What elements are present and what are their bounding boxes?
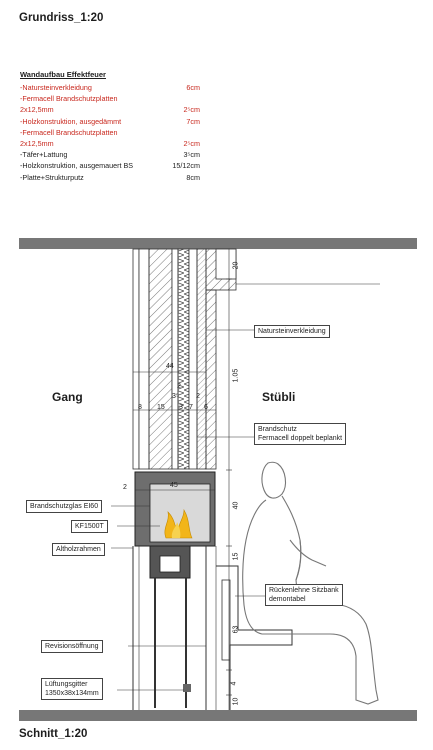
callout-revisionsoeffnung: Revisionsöffnung <box>41 640 103 653</box>
wall-masonry <box>148 248 173 470</box>
dim-w-2b: 2 <box>196 393 200 400</box>
callout-rueckenlehne: Rückenlehne Sitzbank demontabel <box>265 584 343 606</box>
dim-h-15: 15 <box>232 552 240 561</box>
dim-height-105: 1.05 <box>232 368 240 383</box>
wall-spec-row-label: -Natursteinverkleidung <box>20 83 92 92</box>
wall-spec-row-value: 15/12cm <box>172 161 200 171</box>
wall-spec-row-value: 7cm <box>186 116 200 126</box>
page-title: Grundriss_1:20 <box>19 12 104 24</box>
dim-w-15: 15 <box>157 404 165 411</box>
floor-slab <box>19 710 417 721</box>
callout-lueftungsgitter: Lüftungsgitter 1350x38x134mm <box>41 678 103 700</box>
dim-h-4: 4 <box>230 681 238 686</box>
dim-fire-45: 45 <box>170 482 178 489</box>
dim-w-2a: 2 <box>177 383 181 390</box>
callout-brandschutz-line1: Brandschutz <box>258 426 297 433</box>
wall-spec-table: -Natursteinverkleidung 6cm -Fermacell Bran… <box>20 82 205 192</box>
callout-fireplace-model: KF1500T <box>71 520 108 533</box>
wall-insulation <box>177 248 190 470</box>
wall-spec-row-label: 2x12,5mm <box>20 139 54 148</box>
wall-spec-row-label: -Platte+Strukturputz <box>20 172 84 182</box>
callout-lueftung-line1: Lüftungsgitter <box>45 681 88 688</box>
callout-lueftung-line2: 1350x38x134mm <box>45 690 99 697</box>
wall-spec-row-label: -Holzkonstruktion, ausgemauert BS <box>20 161 134 171</box>
wall-spec-row-label: -Täfer+Lattung <box>20 150 68 160</box>
wall-spec-row-label: -Fermacell Brandschutzplatten <box>20 127 118 137</box>
callout-brandschutz: Brandschutz Fermacell doppelt beplankt <box>254 423 347 445</box>
natural-stone-cladding <box>205 289 217 470</box>
wall-spec-row-label: 2x12,5mm <box>20 105 54 115</box>
flames <box>164 508 193 539</box>
room-label-gang: Gang <box>52 390 83 404</box>
fire-protection-layer <box>196 248 207 470</box>
room-label-stuebli: Stübli <box>262 390 296 404</box>
dim-w-8: 8 <box>138 404 142 411</box>
dim-w-6: 6 <box>204 404 208 411</box>
wall-spec-heading: Wandaufbau Effektfeuer <box>20 70 106 79</box>
dim-top-20: 20 <box>232 261 240 270</box>
section-title: Schnitt_1:20 <box>19 728 88 740</box>
wall-lining-left <box>132 248 140 470</box>
callout-natursteinverkleidung: Natursteinverkleidung <box>254 325 330 338</box>
callout-brandschutzglas: Brandschutzglas EI60 <box>26 500 103 513</box>
wall-spec-row-value: 3⁵cm <box>183 150 200 160</box>
wall-spec-row-value: 6cm <box>186 83 200 92</box>
dim-w-7: 7 <box>189 404 193 411</box>
dim-h-10: 10 <box>232 697 240 706</box>
wall-spec-row-value: 8cm <box>186 172 200 182</box>
dim-w-44: 44 <box>166 363 174 370</box>
callout-rueckenlehne-line1: Rückenlehne Sitzbank <box>269 587 339 594</box>
wall-spec-row-label: -Holzkonstruktion, ausgedämmt <box>20 116 122 126</box>
bench-backrest <box>221 579 231 661</box>
dim-h-40: 40 <box>232 501 240 510</box>
wall-spec-row-label: -Fermacell Brandschutzplatten <box>20 94 118 104</box>
wall-spec-row-value: 2⁵cm <box>183 139 200 148</box>
dim-w-35: 3⁵ <box>172 393 179 400</box>
dim-fire-2: 2 <box>123 484 127 491</box>
dim-h-63: 63 <box>232 625 240 634</box>
wall-spec-row-value: 2⁵cm <box>183 105 200 115</box>
dim-w-3: 3 <box>179 404 183 411</box>
ceiling-slab <box>19 238 417 249</box>
callout-rueckenlehne-line2: demontabel <box>269 596 306 603</box>
callout-altholzrahmen: Altholzrahmen <box>52 543 105 556</box>
callout-brandschutz-line2: Fermacell doppelt beplankt <box>258 435 343 442</box>
